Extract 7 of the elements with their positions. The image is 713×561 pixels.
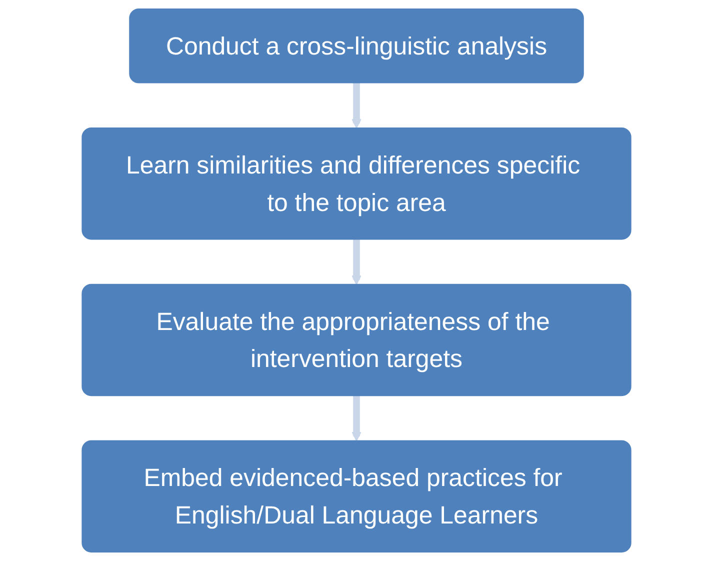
arrow [352,396,362,442]
arrow [352,82,362,129]
node-box: Evaluate the appropriateness of the intervention targets [82,284,632,396]
node-box: Learn similarities and differences specific to the topic area [82,128,632,240]
node-box: Conduct a cross-linguistic analysis [129,8,584,84]
arrow [352,239,362,285]
node-box: Embed evidenced-based practices for English/Dual Language Learners [82,440,632,552]
